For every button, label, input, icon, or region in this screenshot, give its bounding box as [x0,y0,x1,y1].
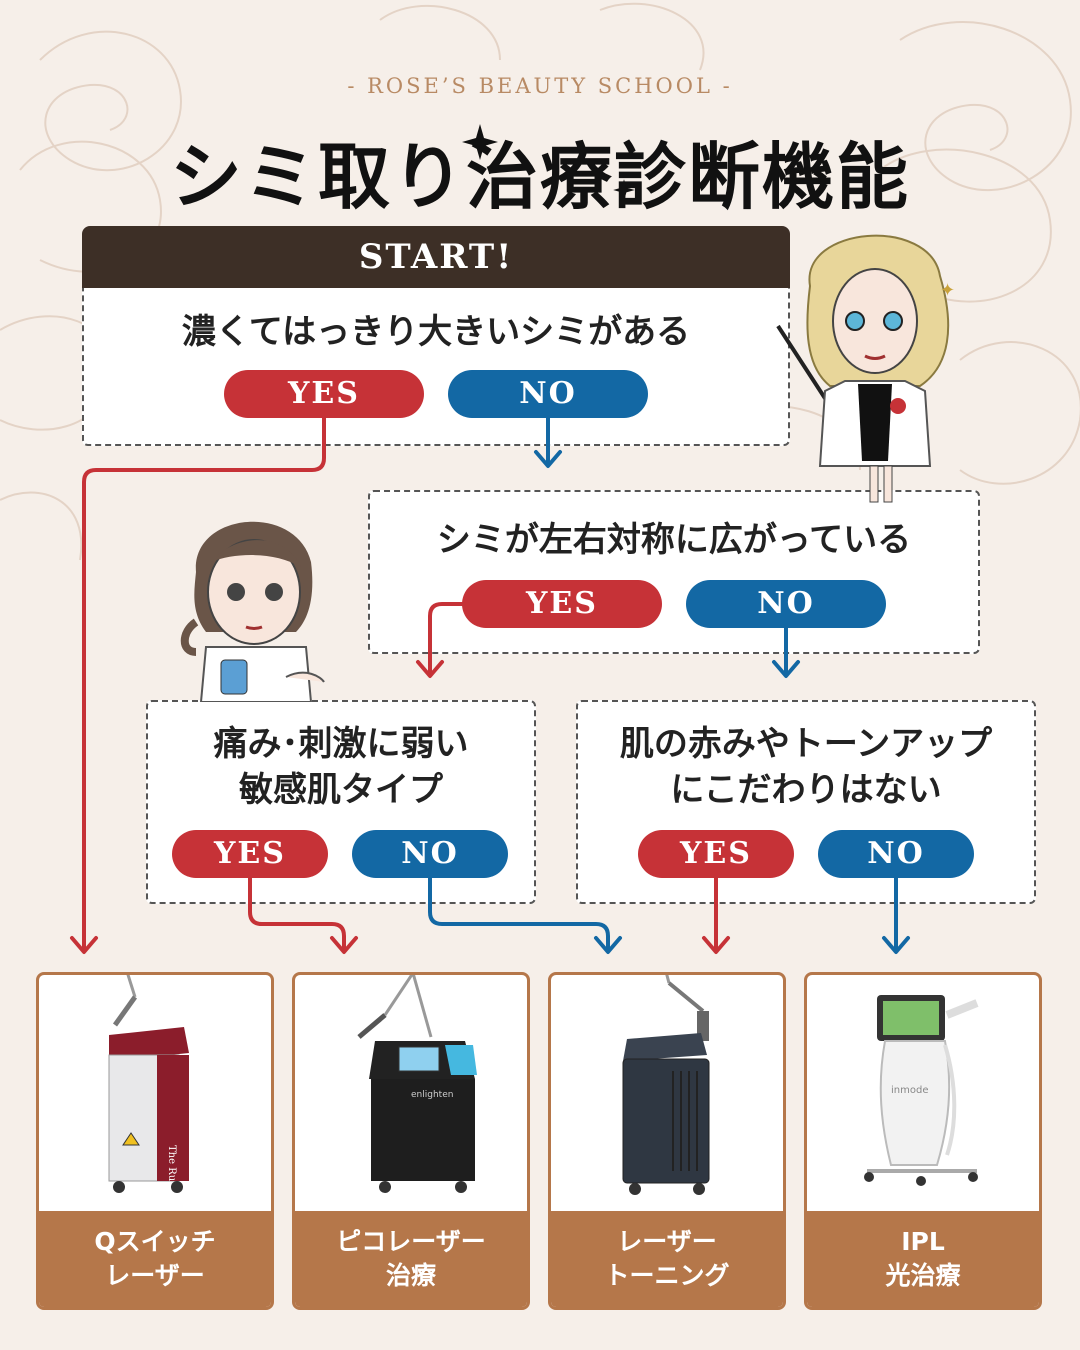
q3-no-button[interactable]: NO [352,830,508,878]
question-4-line1: 肌の赤みやトーンアップ [619,724,993,764]
q1-yes-button[interactable]: YES [224,370,424,418]
result-3-line2: トーニング [604,1261,730,1290]
question-4-line2: にこだわりはない [670,770,942,810]
question-box-1 [82,262,790,446]
qswitch-laser-device-illustration: The Ruby nano-Q [108,975,189,1217]
question-box-2 [368,490,980,654]
result-4-line2: 光治療 [885,1261,961,1290]
nurse-character-illustration [180,521,325,702]
q3-yes-button[interactable]: YES [172,830,328,878]
q4-no-button[interactable]: NO [818,830,974,878]
question-1-text: 濃くてはっきり大きいシミがある [181,312,691,352]
result-3-line1: レーザー [617,1227,717,1256]
result-card-ipl-phototherapy[interactable]: inmode IPL 光治療 [804,972,1042,1310]
sparkle-icon [462,124,498,160]
result-1-line1: Qスイッチ [94,1227,216,1256]
result-card-pico-laser[interactable]: enlighten ピコレーザー 治療 [292,972,530,1310]
result-2-line1: ピコレーザー [336,1227,486,1256]
question-2-text: シミが左右対称に広がっている [436,520,912,560]
page-title: シミ取り治療診断機能 [169,135,910,219]
result-card-qswitch-laser[interactable]: The Ruby nano-Q Qスイッチ レーザー [36,972,274,1310]
teacher-character-illustration: ✦ [776,234,955,503]
question-3-line1: 痛み･刺激に弱い [213,724,469,764]
start-label: START! [82,226,790,288]
sparkle-icon [613,179,635,201]
question-3-line2: 敏感肌タイプ [239,770,443,810]
ipl-device-brand: inmode [891,1085,928,1096]
laser-toning-device-illustration [622,975,710,1195]
q2-no-button[interactable]: NO [686,580,886,628]
result-1-line2: レーザー [105,1261,205,1290]
q1-no-button[interactable]: NO [448,370,648,418]
brand-subtitle: - ROSE’S BEAUTY SCHOOL - [347,74,733,98]
pico-device-brand: enlighten [411,1090,453,1100]
result-2-line2: 治療 [385,1261,436,1290]
result-card-laser-toning[interactable]: レーザー トーニング [548,972,786,1310]
result-4-line1: IPL [901,1227,945,1256]
svg-text:✦: ✦ [940,280,955,301]
ipl-device-illustration: inmode [864,995,979,1186]
qswitch-device-brand: The Ruby nano-Q [166,1145,177,1217]
q4-yes-button[interactable]: YES [638,830,794,878]
q2-yes-button[interactable]: YES [462,580,662,628]
pico-laser-device-illustration: enlighten [357,975,477,1193]
